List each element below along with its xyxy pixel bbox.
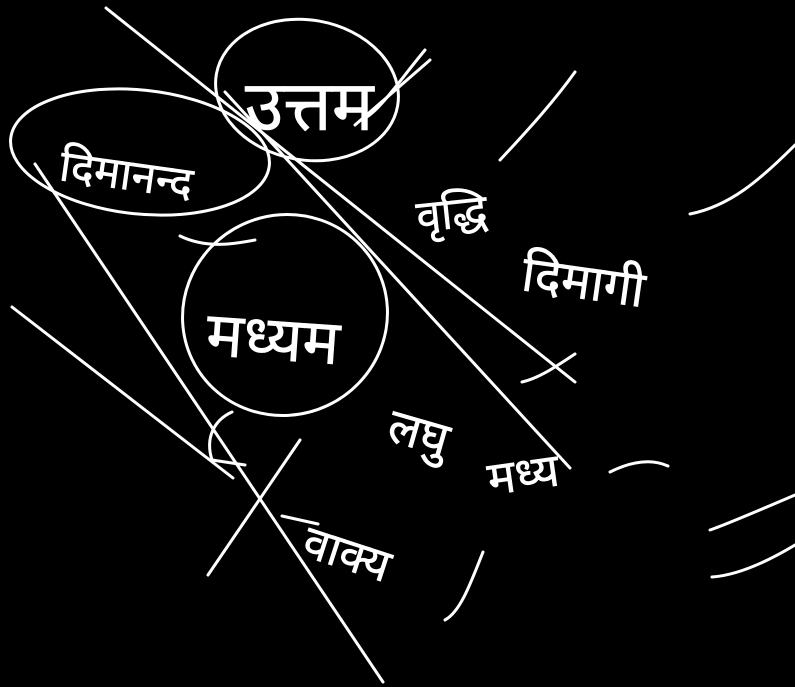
- word-madhyam-short: मध्य: [484, 442, 564, 506]
- word-vrddhi: वृद्धि: [414, 185, 491, 244]
- word-madhyam: मध्यम: [204, 297, 343, 379]
- word-uttam: उत्तम: [245, 65, 375, 147]
